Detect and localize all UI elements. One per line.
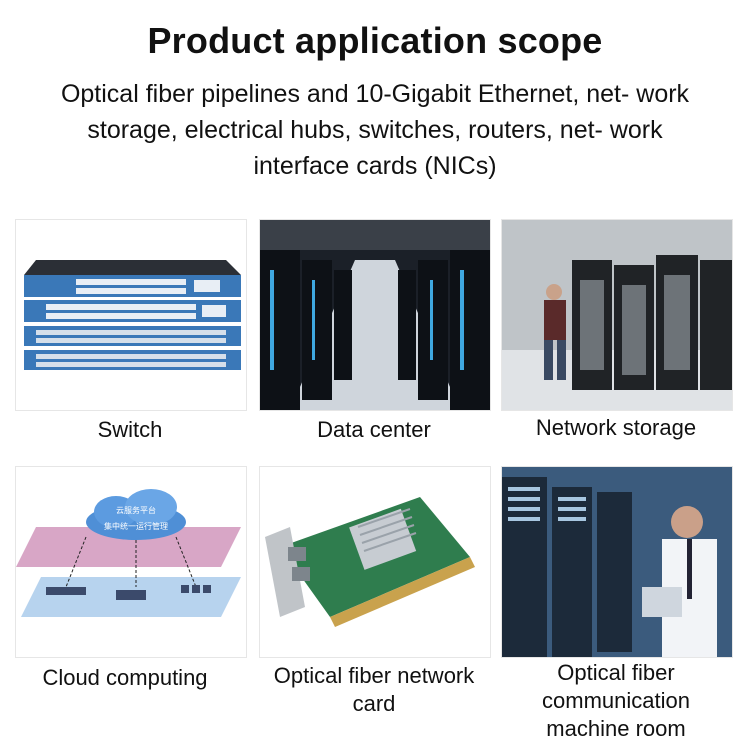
data-center-image: [259, 219, 491, 411]
cloud-line1: 云服务平台: [116, 505, 156, 515]
network-storage-image: [501, 219, 733, 411]
cloud-line2: 集中统一运行管理: [104, 521, 168, 531]
page-title: Product application scope: [147, 20, 603, 61]
network-card-caption: Optical fiber network card: [273, 663, 475, 716]
network-storage-caption: Network storage: [535, 415, 697, 440]
switch-image: [15, 219, 247, 411]
cloud-computing-image: 云服务平台 集中统一运行管理: [15, 466, 247, 658]
data-center-caption: Data center: [317, 417, 431, 442]
machine-room-image: [501, 466, 733, 658]
switch-caption: Switch: [97, 417, 163, 442]
cloud-computing-caption: Cloud computing: [42, 665, 208, 690]
page-subtitle: Optical fiber pipelines and 10-Gigabit E…: [60, 80, 690, 180]
network-card-image: [259, 466, 491, 658]
machine-room-caption: Optical fiber communication machine room: [542, 660, 690, 741]
